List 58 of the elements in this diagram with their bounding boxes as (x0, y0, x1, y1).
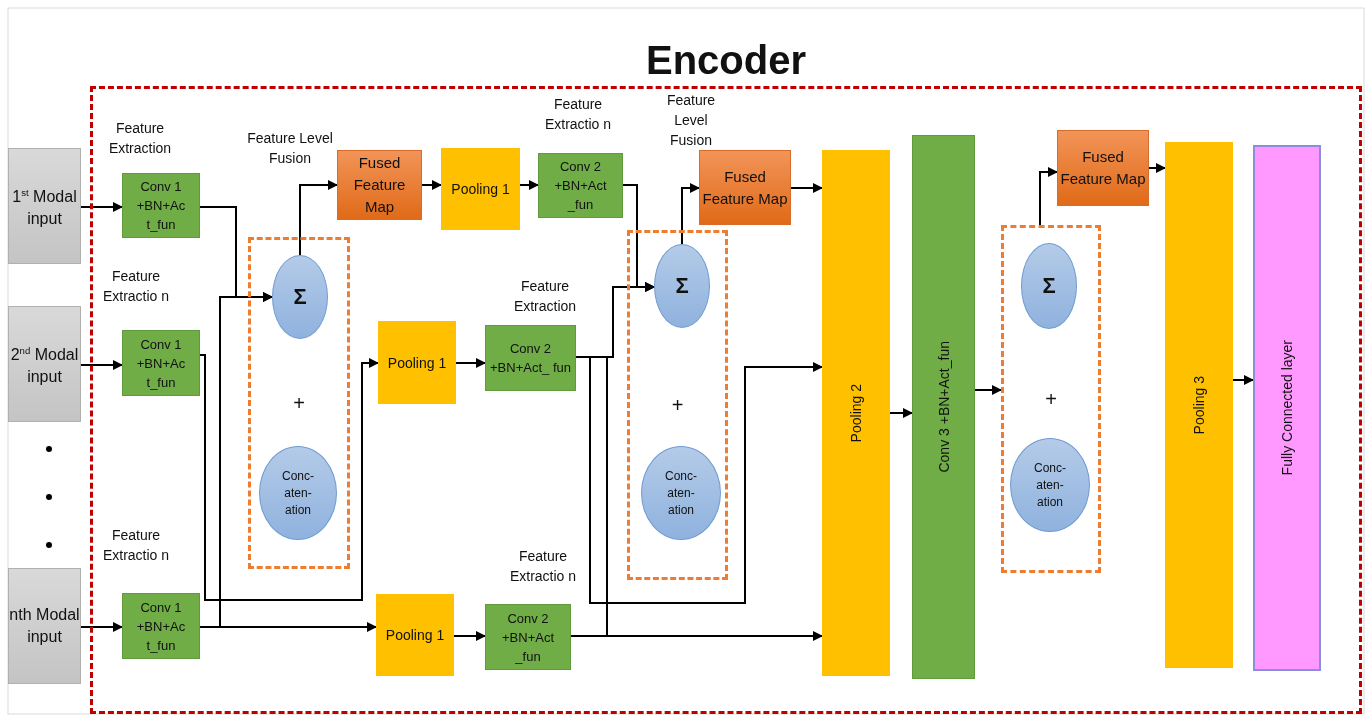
pooling-block: Pooling 3 (1165, 142, 1233, 668)
sum-ellipse: Σ (272, 255, 328, 339)
arrow (453, 631, 486, 641)
stage-caption: Feature Extraction (512, 277, 578, 316)
feature-map-box: Fused Feature Map (699, 150, 791, 225)
stage-caption: Feature Extraction (107, 119, 173, 158)
plus-sign: + (671, 394, 684, 416)
arrow (80, 360, 123, 370)
plus-sign: + (293, 392, 305, 414)
stage-caption: Feature Extractio n (508, 547, 578, 586)
arrow (570, 631, 823, 641)
fusion-group-frame (627, 230, 728, 580)
input-box: 2$^{nd}$ Modal input (8, 306, 81, 422)
pooling-block: Pooling 1 (441, 148, 520, 230)
stage-caption: Feature Level Fusion (665, 91, 717, 150)
conv-block: Conv 2 +BN+Act _fun (485, 604, 571, 670)
arrow (455, 358, 486, 368)
title: Encoder (644, 37, 807, 83)
arrow (1232, 375, 1254, 385)
arrow (421, 180, 442, 190)
arrow (80, 202, 123, 212)
stage-caption: Feature Level Fusion (246, 129, 334, 168)
conv-block: Conv 1 +BN+Ac t_fun (122, 330, 200, 396)
arrow (519, 180, 539, 190)
stage-caption: Feature Extractio n (543, 95, 613, 134)
arrow (299, 180, 338, 256)
concatenation-ellipse: Conc- aten- ation (259, 446, 337, 540)
feature-map-box: Fused Feature Map (337, 150, 422, 220)
pooling-block: Pooling 2 (822, 150, 890, 676)
stage-caption: Feature Extractio n (101, 267, 171, 306)
input-box: nth Modal input (8, 568, 81, 684)
concatenation-ellipse: Conc- aten- ation (1010, 438, 1090, 532)
plus-sign: + (1045, 388, 1057, 410)
arrow (974, 385, 1002, 395)
conv-block: Conv 2 +BN+Act_ fun (485, 325, 576, 391)
pooling-block: Pooling 1 (378, 321, 456, 404)
sum-ellipse: Σ (1021, 243, 1077, 329)
conv-block: Conv 1 +BN+Ac t_fun (122, 173, 200, 238)
conv-block: Conv 2 +BN+Act _fun (538, 153, 623, 218)
concatenation-ellipse: Conc- aten- ation (641, 446, 721, 540)
arrow (889, 408, 913, 418)
sum-ellipse: Σ (654, 244, 710, 328)
input-box: 1$^{st}$ Modal input (8, 148, 81, 264)
arrow (790, 183, 823, 193)
arrow (199, 622, 377, 632)
feature-map-box: Fused Feature Map (1057, 130, 1149, 206)
arrow (1148, 163, 1166, 173)
conv-block: Conv 3 +BN+Act_fun (912, 135, 975, 679)
arrow (1039, 167, 1058, 226)
pooling-block: Pooling 1 (376, 594, 454, 676)
fusion-group-frame (248, 237, 350, 569)
stage-caption: Feature Extractio n (101, 526, 171, 565)
fully-connected-block: Fully Connected layer (1253, 145, 1321, 671)
arrow (199, 354, 379, 601)
conv-block: Conv 1 +BN+Ac t_fun (122, 593, 200, 659)
fusion-group-frame (1001, 225, 1101, 573)
arrow (80, 622, 123, 632)
arrow (681, 183, 700, 245)
